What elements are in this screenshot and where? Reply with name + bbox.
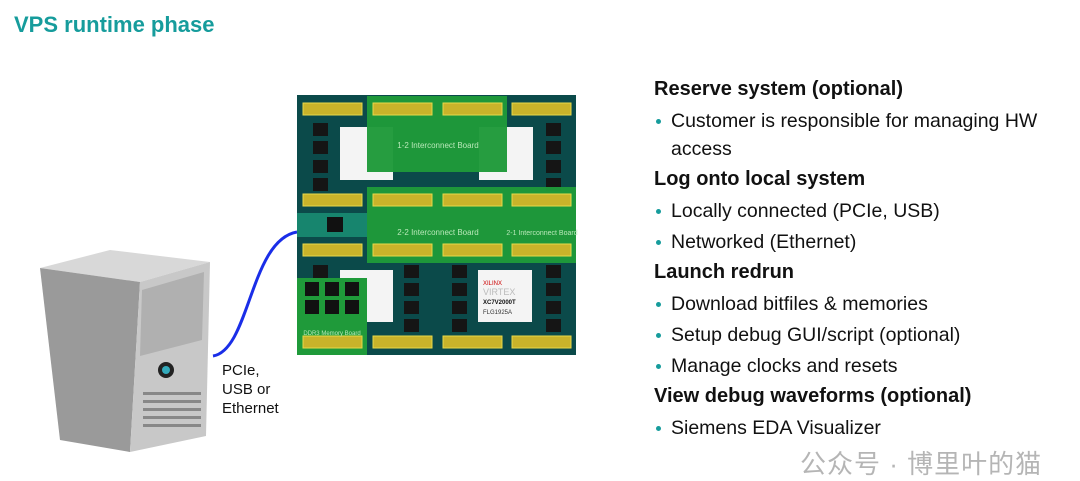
cable-label-line: PCIe, — [222, 362, 260, 379]
chip-family: VIRTEX — [483, 287, 515, 297]
chip — [452, 301, 467, 314]
section-heading: Launch redrun — [654, 261, 795, 283]
chip-part: XC7V2000T — [483, 300, 516, 306]
cable-label-line: Ethernet — [222, 400, 279, 417]
chip — [313, 141, 328, 154]
computer-tower-icon — [40, 250, 210, 452]
chip — [313, 178, 328, 191]
chip — [546, 265, 561, 278]
connector — [442, 243, 503, 257]
connector — [511, 335, 572, 349]
connector — [372, 243, 433, 257]
connector — [442, 335, 503, 349]
chip-brand: XILINX — [483, 281, 502, 287]
cable — [212, 230, 298, 358]
bullet-item: Siemens EDA Visualizer — [654, 414, 1074, 442]
chip — [546, 301, 561, 314]
bullet-item: Download bitfiles & memories — [654, 290, 1074, 318]
chip — [313, 265, 328, 278]
chip — [452, 319, 467, 332]
bullet-item: Locally connected (PCIe, USB) — [654, 197, 1074, 225]
section-heading: Reserve system (optional) — [654, 78, 903, 100]
connector — [372, 102, 433, 116]
section-heading: View debug waveforms (optional) — [654, 385, 972, 407]
chip — [404, 301, 419, 314]
watermark: 公众号 · 博里叶的猫 — [800, 449, 1043, 479]
steps-list: Reserve system (optional) Customer is res… — [654, 76, 1074, 445]
connector — [511, 193, 572, 207]
chip — [546, 160, 561, 173]
connector — [511, 243, 572, 257]
bullet-item: Manage clocks and resets — [654, 352, 1074, 380]
chip — [546, 283, 561, 296]
chip — [404, 319, 419, 332]
chip — [546, 141, 561, 154]
bullet-item: Networked (Ethernet) — [654, 228, 1074, 256]
cable-label: PCIe, USB or Ethernet — [222, 361, 279, 418]
chip — [404, 265, 419, 278]
chip — [404, 283, 419, 296]
connector — [302, 102, 363, 116]
chip — [313, 160, 328, 173]
fpga-board-image: XILINX VIRTEX XC7V2000T FLG1925A 1-2 Int… — [297, 95, 578, 355]
chip — [546, 319, 561, 332]
slide-title: VPS runtime phase — [14, 12, 215, 37]
board-label-ddr3: DDR3 Memory Board — [303, 331, 360, 337]
board-label-1-2: 1-2 Interconnect Board — [397, 141, 478, 150]
section-heading: Log onto local system — [654, 168, 866, 190]
connector — [372, 335, 433, 349]
bullet-item: Setup debug GUI/script (optional) — [654, 321, 1074, 349]
connector — [302, 243, 363, 257]
board-label-2-2: 2-2 Interconnect Board — [397, 228, 478, 237]
board-label-2-1: 2-1 Interconnect Board — [506, 230, 577, 237]
connector — [302, 193, 363, 207]
chip — [452, 265, 467, 278]
chip — [546, 123, 561, 136]
cable-label-line: USB or — [222, 381, 271, 398]
connector — [372, 193, 433, 207]
chip — [452, 283, 467, 296]
chip — [313, 123, 328, 136]
connector — [302, 335, 363, 349]
connector — [442, 102, 503, 116]
connector — [442, 193, 503, 207]
bullet-item: Customer is responsible for managing HW … — [654, 107, 1074, 163]
connector — [511, 102, 572, 116]
chip-package: FLG1925A — [483, 310, 512, 316]
